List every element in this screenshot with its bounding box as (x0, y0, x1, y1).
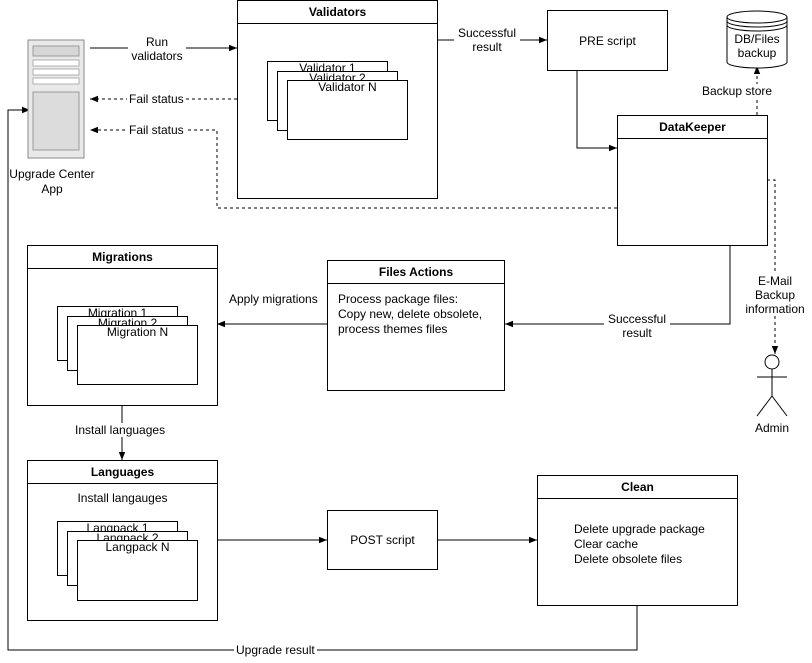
label-run-validators-line2: validators (131, 49, 183, 63)
label-fail-status-1: Fail status (127, 92, 186, 106)
label-install-languages: Install languages (74, 423, 167, 437)
edge-email-backup (767, 179, 779, 354)
migration-item-n: Migration N (77, 325, 198, 385)
clean-text: Delete upgrade package Clear cache Delet… (574, 522, 705, 567)
label-email-line1: E-Mail (757, 274, 792, 288)
languages-box: Languages Install langauges Langpack 1 L… (27, 460, 218, 621)
clean-title: Clean (538, 476, 737, 499)
admin-label: Admin (754, 421, 789, 435)
clean-line-3: Delete obsolete files (574, 552, 683, 566)
pre-script-box: PRE script (547, 10, 668, 71)
files-actions-line-3: process themes files (338, 322, 448, 336)
langpack-item-n: Langpack N (77, 540, 198, 601)
label-successful-result-1: Successful result (454, 26, 520, 54)
label-successful-result-2-line1: Successful (607, 312, 667, 326)
languages-note: Install langauges (77, 491, 168, 505)
label-successful-result-1-line1: Successful (457, 26, 517, 40)
db-label-line2: backup (737, 46, 777, 60)
label-backup-store: Backup store (700, 84, 775, 98)
languages-title: Languages (28, 461, 217, 484)
server-label: Upgrade Center App (0, 167, 104, 197)
server-label-line2: App (41, 182, 63, 196)
files-actions-line-2: Copy new, delete obsolete, (338, 307, 483, 321)
server-label-line1: Upgrade Center (9, 167, 95, 181)
clean-box: Clean Delete upgrade package Clear cache… (537, 475, 738, 606)
migrations-box: Migrations Migration 1 Migration 2 Migra… (27, 245, 218, 406)
label-email-line2: Backup (754, 288, 796, 302)
database-icon (726, 10, 788, 69)
datakeeper-title: DataKeeper (618, 116, 767, 139)
label-successful-result-2-line2: result (622, 326, 652, 340)
clean-line-2: Clear cache (574, 537, 639, 551)
label-successful-result-1-line2: result (472, 40, 502, 54)
files-actions-line-1: Process package files: (338, 292, 459, 306)
admin-actor-icon (756, 354, 788, 417)
edge-pre-to-datakeeper (576, 70, 617, 152)
post-script-label: POST script (350, 533, 415, 547)
datakeeper-box: DataKeeper (617, 115, 768, 246)
post-script-box: POST script (327, 510, 438, 570)
files-actions-text: Process package files: Copy new, delete … (338, 292, 482, 337)
validators-box: Validators Validator 1 Validator 2 Valid… (237, 0, 438, 199)
pre-script-label: PRE script (579, 33, 636, 48)
label-successful-result-2: Successful result (604, 312, 670, 340)
files-actions-title: Files Actions (328, 261, 504, 284)
label-email-backup: E-Mail Backup information (743, 274, 807, 316)
server-icon (27, 39, 85, 159)
label-fail-status-2: Fail status (127, 123, 186, 137)
migrations-title: Migrations (28, 246, 217, 269)
label-run-validators-line1: Run (145, 35, 168, 49)
label-apply-migrations: Apply migrations (228, 292, 319, 306)
edge-upgrade-result (7, 106, 638, 651)
label-run-validators: Run validators (128, 35, 186, 63)
validator-item-n: Validator N (287, 80, 408, 140)
validators-title: Validators (238, 1, 437, 24)
edge-successful-result-2 (505, 245, 731, 328)
clean-line-1: Delete upgrade package (574, 522, 705, 536)
db-label-line1: DB/Files (734, 32, 780, 46)
label-email-line3: information (745, 302, 805, 316)
label-upgrade-result: Upgrade result (234, 643, 317, 657)
files-actions-box: Files Actions Process package files: Cop… (327, 260, 505, 391)
db-label: DB/Files backup (727, 32, 787, 60)
